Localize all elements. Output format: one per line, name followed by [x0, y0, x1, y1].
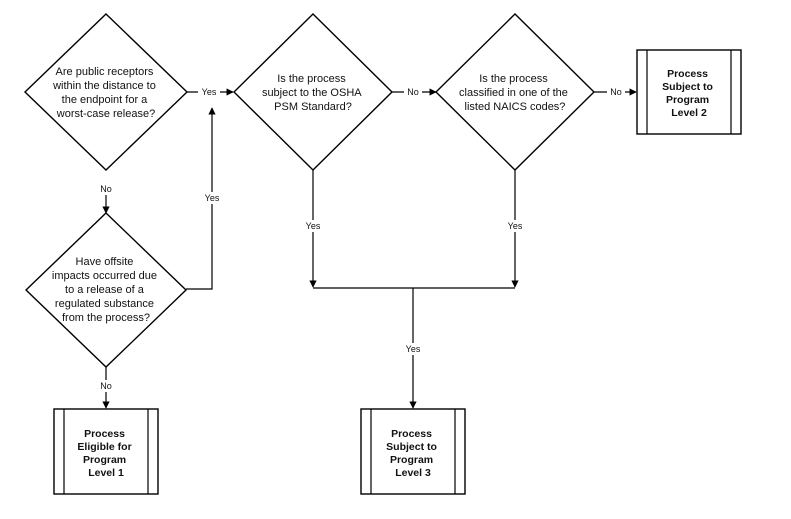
decision-line: PSM Standard? [274, 101, 352, 113]
outcome-line: Subject to [386, 441, 437, 453]
connectors [102, 88, 637, 409]
outcome-line: Eligible for [77, 441, 131, 453]
label-impacts-no: No [100, 381, 112, 391]
outcome-line: Program [666, 94, 709, 106]
decision-line: within the distance to [52, 80, 156, 92]
outcome-level3-text: Process Subject to Program Level 3 [386, 428, 440, 479]
label-naics-no: No [610, 87, 622, 97]
decision-line: listed NAICS codes? [465, 101, 566, 113]
decision-naics: Is the process classified in one of the … [435, 13, 595, 171]
outcome-level3: Process Subject to Program Level 3 [360, 408, 466, 495]
outcome-line: Program [390, 454, 433, 466]
label-osha-no: No [407, 87, 419, 97]
decision-osha-psm-text: Is the process subject to the OSHA PSM S… [262, 73, 364, 113]
decision-line: Are public receptors [56, 66, 154, 78]
label-receptors-no: No [100, 184, 112, 194]
decision-public-receptors: Are public receptors within the distance… [23, 13, 189, 171]
decision-naics-text: Is the process classified in one of the … [459, 73, 571, 113]
outcome-line: Level 1 [88, 467, 124, 479]
decision-line: subject to the OSHA [262, 87, 362, 99]
decision-line: impacts occurred due [52, 270, 157, 282]
label-osha-yes: Yes [306, 221, 321, 231]
decision-line: Have offsite [76, 256, 134, 268]
outcome-line: Process [391, 428, 432, 440]
outcome-level1: Process Eligible for Program Level 1 [53, 408, 159, 495]
outcome-line: Program [83, 454, 126, 466]
edge-impacts-to-osha [186, 107, 216, 290]
outcome-level1-text: Process Eligible for Program Level 1 [77, 428, 134, 479]
outcome-line: Level 3 [395, 467, 431, 479]
decision-offsite-impacts: Have offsite impacts occurred due to a r… [24, 212, 188, 368]
outcome-line: Process [84, 428, 125, 440]
decision-line: Is the process [277, 73, 346, 85]
decision-line: regulated substance [55, 298, 154, 310]
outcome-level2: Process Subject to Program Level 2 [636, 49, 742, 135]
decision-line: classified in one of the [459, 87, 568, 99]
edge-labels: Yes No Yes No No No Yes Yes Yes [97, 86, 625, 392]
decision-line: worst-case release? [56, 108, 155, 120]
decision-offsite-impacts-text: Have offsite impacts occurred due to a r… [52, 256, 160, 324]
decision-line: to a release of a [65, 284, 145, 296]
outcome-line: Subject to [662, 81, 713, 93]
outcome-line: Level 2 [671, 107, 707, 119]
decision-line: Is the process [479, 73, 548, 85]
decision-public-receptors-text: Are public receptors within the distance… [52, 66, 159, 120]
outcome-line: Process [667, 68, 708, 80]
decision-line: from the process? [62, 312, 150, 324]
label-receptors-yes: Yes [202, 87, 217, 97]
label-merge-yes: Yes [406, 344, 421, 354]
decision-line: the endpoint for a [62, 94, 149, 106]
outcome-level2-text: Process Subject to Program Level 2 [662, 68, 716, 119]
label-impacts-yes: Yes [205, 193, 220, 203]
decision-osha-psm: Is the process subject to the OSHA PSM S… [233, 13, 393, 171]
label-naics-yes: Yes [508, 221, 523, 231]
